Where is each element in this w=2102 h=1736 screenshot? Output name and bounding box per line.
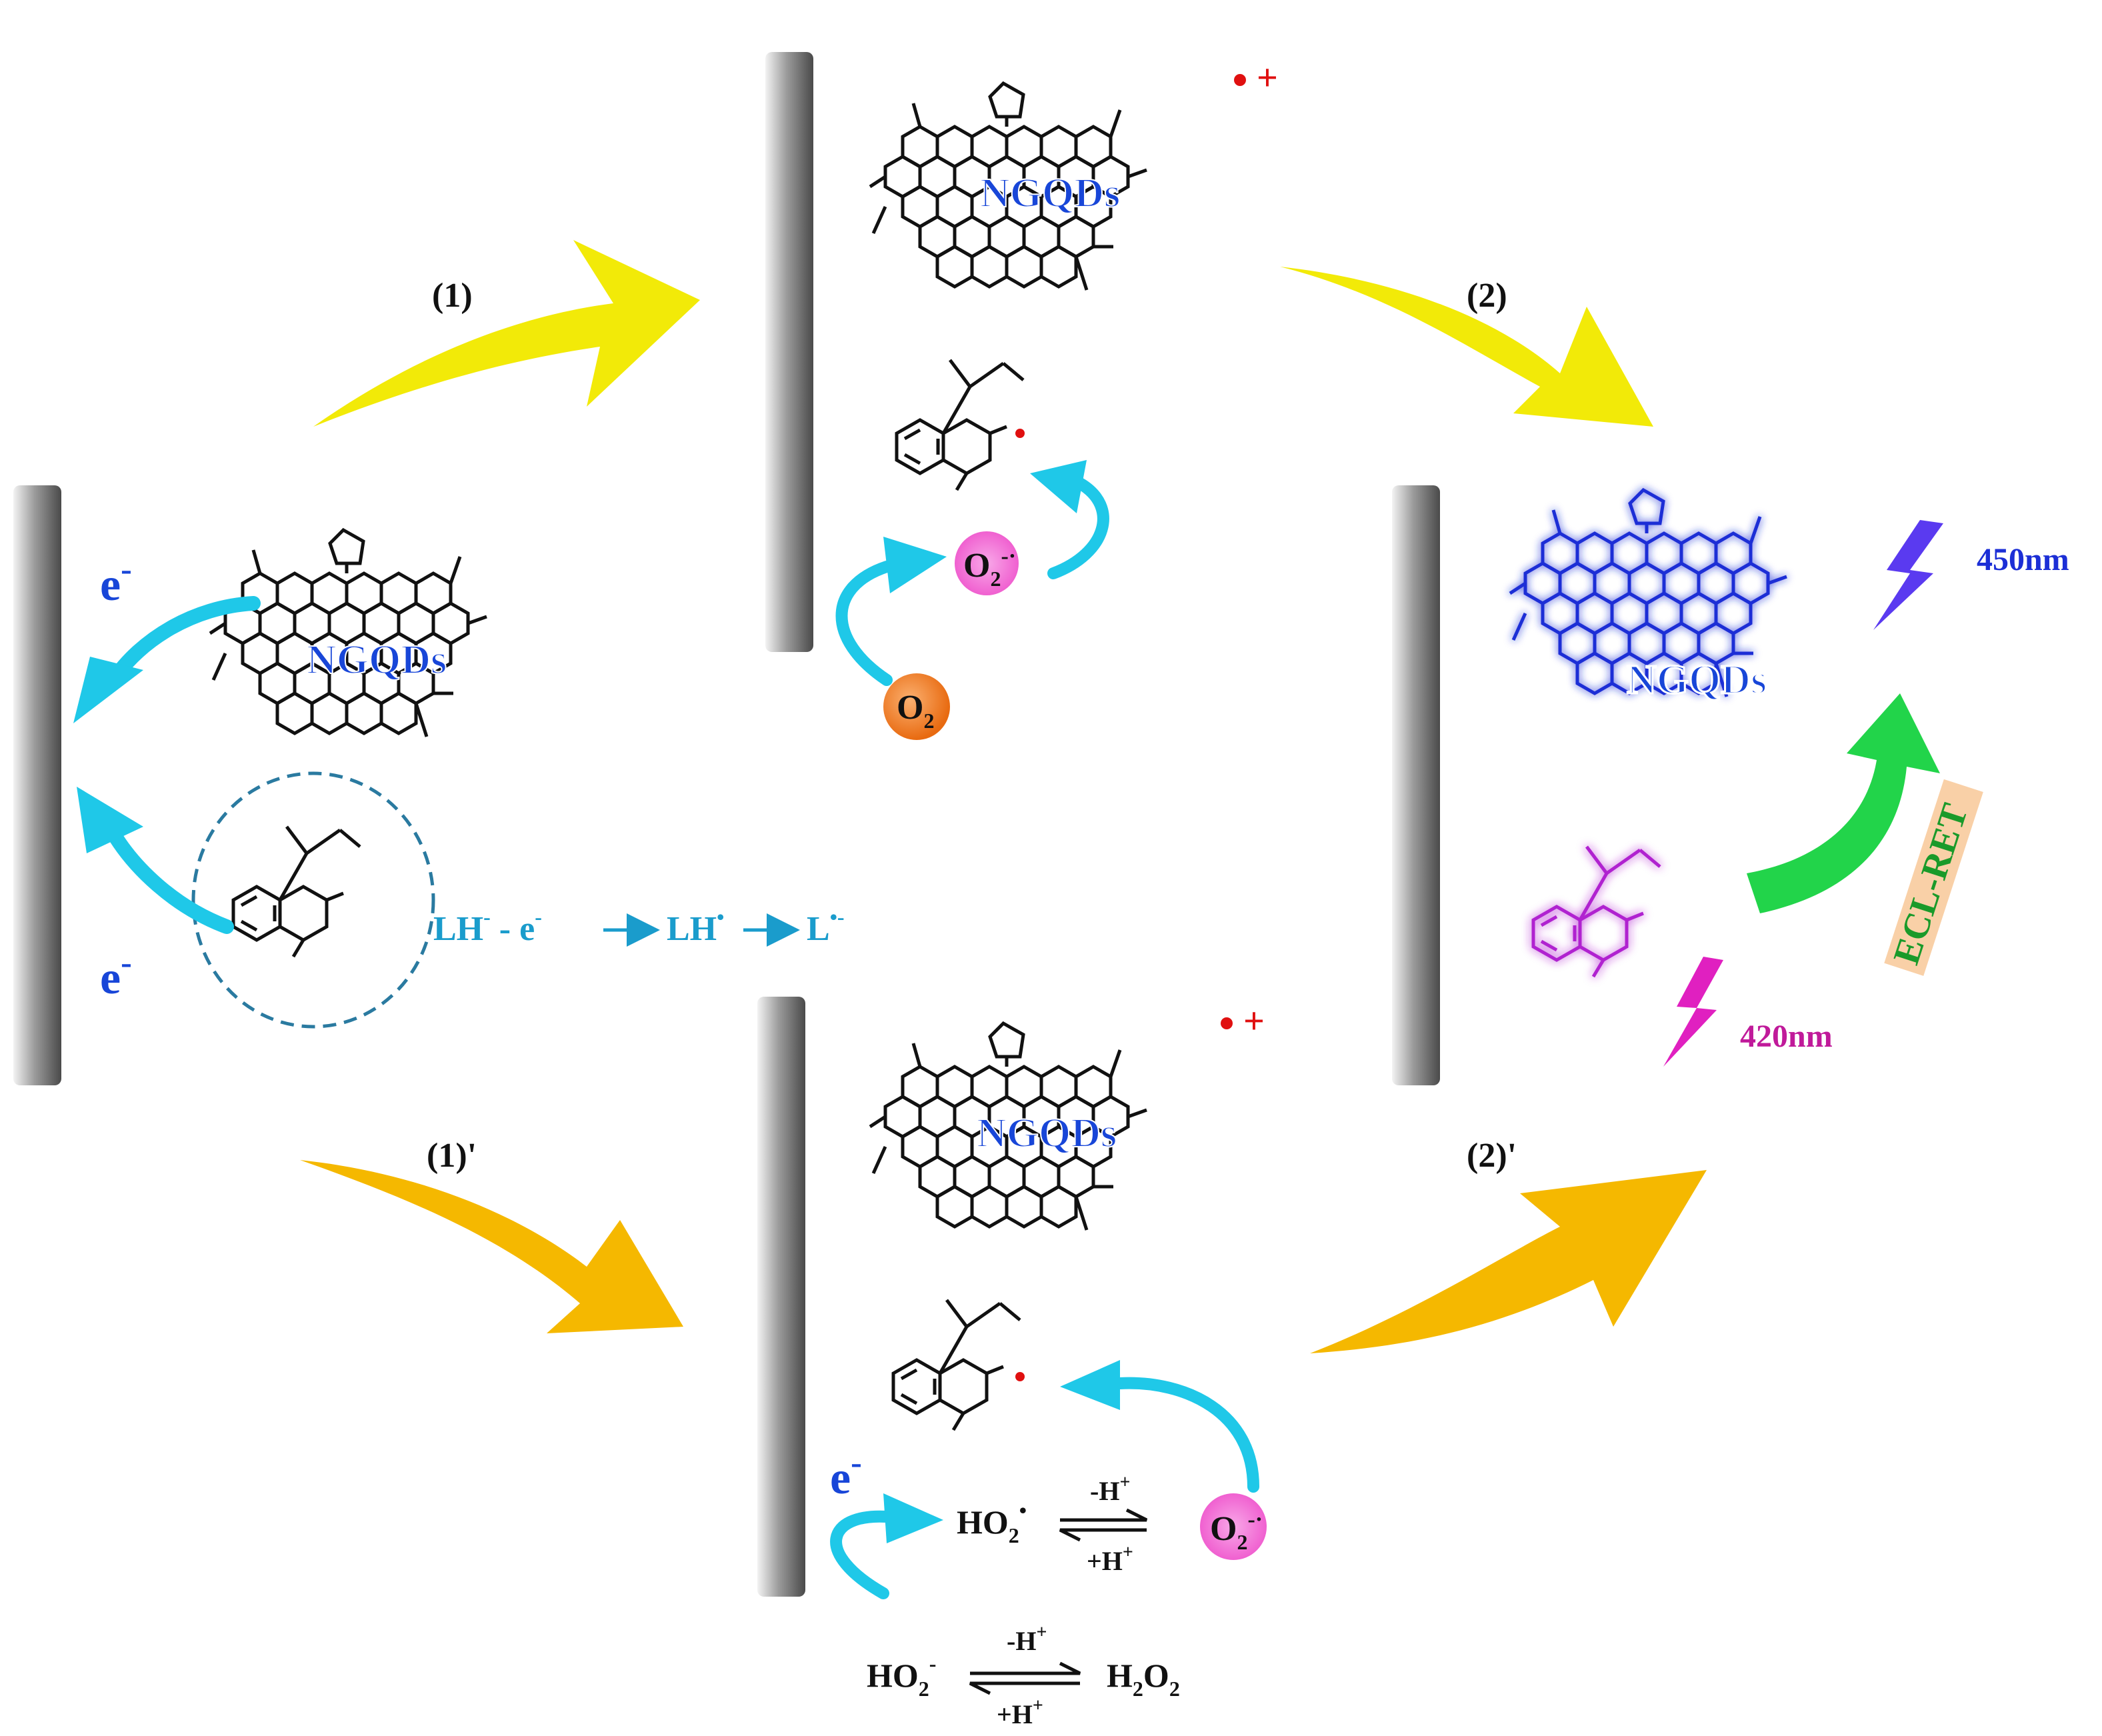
- electron-arrow-lower-left: [106, 826, 234, 934]
- radical-dot-bottom: [1221, 1017, 1233, 1029]
- svg-text:HO2-: HO2-: [867, 1651, 936, 1701]
- electron-arrowhead-upper: [73, 657, 143, 723]
- svg-text:LH•: LH•: [667, 905, 724, 948]
- arrowhead-o2: [883, 537, 947, 593]
- svg-text:H2O2: H2O2: [1107, 1657, 1180, 1701]
- arrow-superoxide-to-luminol: [1047, 477, 1109, 579]
- ngqds-label-top: NGQDs: [980, 171, 1120, 216]
- arrow-step-1: [313, 240, 700, 427]
- step-label-1-prime: (1)': [427, 1137, 477, 1175]
- arrow-step-1-prime: [300, 1160, 683, 1333]
- electron-label-upper: e-: [100, 550, 132, 611]
- ecl-ret-arrow: [1747, 693, 1940, 913]
- arrow-o2-to-superoxide: [835, 561, 893, 686]
- svg-text:-H+: -H+: [1090, 1472, 1130, 1506]
- radical-dot-top: [1234, 74, 1246, 86]
- oxygen-label-top: O2: [897, 689, 934, 733]
- radical-charge-top: +: [1257, 57, 1278, 99]
- electron-label-lower: e-: [100, 943, 132, 1004]
- luminol-unit-right-excited: [1533, 847, 1660, 977]
- radical-charge-bottom: +: [1243, 1001, 1265, 1042]
- step-label-2-prime: (2)': [1467, 1137, 1517, 1175]
- svg-text:+H+: +H+: [997, 1695, 1043, 1729]
- electrode-top: [765, 52, 813, 652]
- electron-arrow-upper-left: [106, 596, 261, 687]
- superoxide-label-top: O2-·: [963, 544, 1016, 591]
- radical-dot-top-luminol: [1015, 429, 1025, 438]
- oxygen-bubble-top: [883, 673, 950, 740]
- emission-bolt-420: [1663, 957, 1723, 1067]
- superoxide-bubble-bottom: [1200, 1493, 1267, 1560]
- arrowhead-superoxide-top: [1030, 460, 1087, 513]
- luminol-unit-left: [233, 827, 360, 957]
- ngqds-molecule-left: [210, 530, 487, 737]
- radical-dot-bottom-luminol: [1015, 1372, 1025, 1381]
- svg-text:L•-: L•-: [807, 905, 845, 948]
- ngqds-label-bottom: NGQDs: [977, 1111, 1117, 1156]
- emission-bolt-450: [1873, 520, 1943, 630]
- svg-text:+H+: +H+: [1087, 1542, 1133, 1576]
- electrode-bottom: [757, 997, 805, 1597]
- arrow-superoxide-to-luminol-bottom: [1114, 1377, 1259, 1493]
- svg-text:HO2•: HO2•: [957, 1498, 1027, 1547]
- arrow-step-2-prime: [1310, 1170, 1707, 1353]
- superoxide-label-bottom: O2-·: [1210, 1507, 1263, 1554]
- superoxide-bubble-top: [955, 531, 1019, 595]
- electrode-left: [13, 485, 61, 1085]
- step-label-2: (2): [1467, 277, 1507, 315]
- emission-label-420: 420nm: [1740, 1019, 1833, 1054]
- ngqds-label-left: NGQDs: [307, 637, 447, 683]
- electrode-right: [1392, 485, 1440, 1085]
- luminol-oxidation-scheme: LH- - e- LH• L•-: [433, 905, 845, 948]
- electron-label-bottom: e-: [830, 1443, 862, 1504]
- step-label-1: (1): [432, 277, 473, 315]
- luminol-highlight-circle: [191, 771, 435, 1029]
- ngqds-label-right: NGQDs: [1627, 657, 1767, 703]
- luminol-unit-top: [897, 360, 1023, 490]
- electron-arrow-bottom: [830, 1510, 893, 1599]
- svg-text:ECL-RET: ECL-RET: [1885, 799, 1976, 969]
- svg-text:LH- - e-: LH- - e-: [433, 905, 542, 948]
- arrow-step-2: [1280, 267, 1653, 427]
- ecl-ret-label: ECL-RET: [1884, 779, 1983, 976]
- emission-label-450: 450nm: [1977, 542, 2069, 577]
- arrowhead-electron-bottom: [883, 1493, 943, 1543]
- luminol-unit-bottom: [893, 1300, 1020, 1430]
- equilibrium-ho2-radical: HO2• -H+ +H+: [957, 1472, 1148, 1576]
- electron-arrowhead-lower: [77, 787, 143, 853]
- arrowhead-superoxide-bottom: [1060, 1360, 1120, 1410]
- svg-text:-H+: -H+: [1007, 1622, 1047, 1656]
- equilibrium-h2o2: HO2- -H+ +H+ H2O2: [867, 1622, 1180, 1729]
